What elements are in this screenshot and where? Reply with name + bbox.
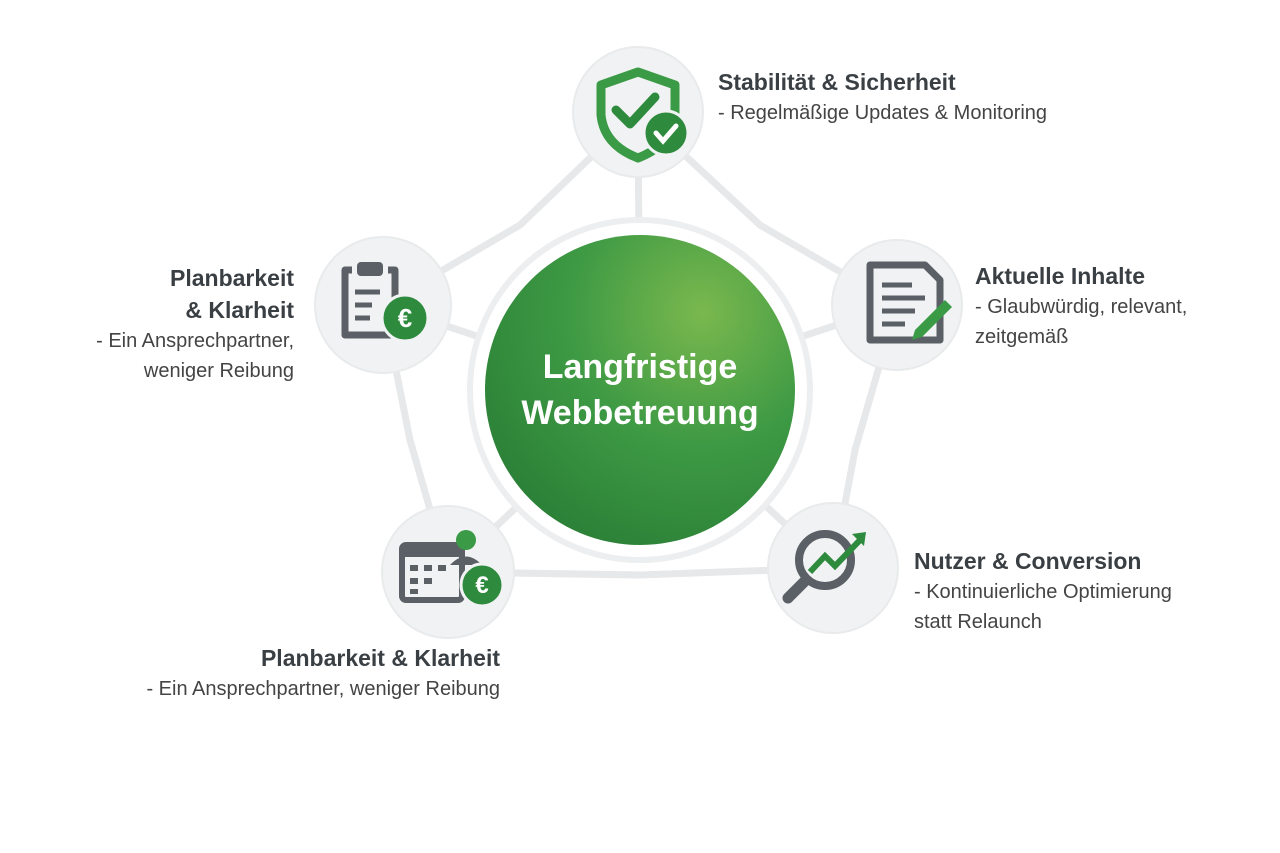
document-edit-icon	[866, 261, 952, 344]
svg-text:€: €	[475, 572, 488, 599]
shield-check-icon	[596, 67, 690, 163]
node-desc: - Ein Ansprechpartner,	[96, 330, 294, 352]
center-title-line2: Webbetreuung	[521, 394, 759, 432]
label-planning-left: Planbarkeit & Klarheit - Ein Ansprechpar…	[96, 262, 294, 386]
svg-text:€: €	[398, 303, 412, 333]
node-title: Planbarkeit	[170, 265, 294, 291]
node-planning-left	[314, 236, 452, 374]
node-title: Stabilität & Sicherheit	[718, 69, 956, 95]
clipboard-euro-icon: €	[341, 262, 430, 343]
label-planning-bottom: Planbarkeit & Klarheit - Ein Ansprechpar…	[146, 642, 500, 704]
center-title-line1: Langfristige	[542, 348, 738, 386]
node-desc: - Ein Ansprechpartner, weniger Reibung	[146, 678, 500, 700]
node-title: & Klarheit	[185, 297, 294, 323]
search-growth-icon	[782, 530, 866, 604]
node-desc: - Regelmäßige Updates & Monitoring	[718, 102, 1048, 124]
node-desc: statt Relaunch	[914, 611, 1042, 633]
node-desc: zeitgemäß	[975, 326, 1069, 348]
node-title: Nutzer & Conversion	[914, 548, 1142, 574]
node-desc: weniger Reibung	[143, 360, 294, 382]
label-content: Aktuelle Inhalte - Glaubwürdig, relevant…	[975, 260, 1187, 352]
calendar-user-euro-icon: €	[399, 530, 505, 608]
node-desc: - Glaubwürdig, relevant,	[975, 296, 1188, 318]
center-circle	[485, 235, 795, 545]
node-desc: - Kontinuierliche Optimierung	[914, 581, 1172, 603]
label-stability: Stabilität & Sicherheit - Regelmäßige Up…	[718, 66, 1047, 128]
node-title: Planbarkeit & Klarheit	[260, 645, 500, 671]
node-title: Aktuelle Inhalte	[975, 263, 1145, 289]
label-conversion: Nutzer & Conversion - Kontinuierliche Op…	[914, 545, 1172, 637]
